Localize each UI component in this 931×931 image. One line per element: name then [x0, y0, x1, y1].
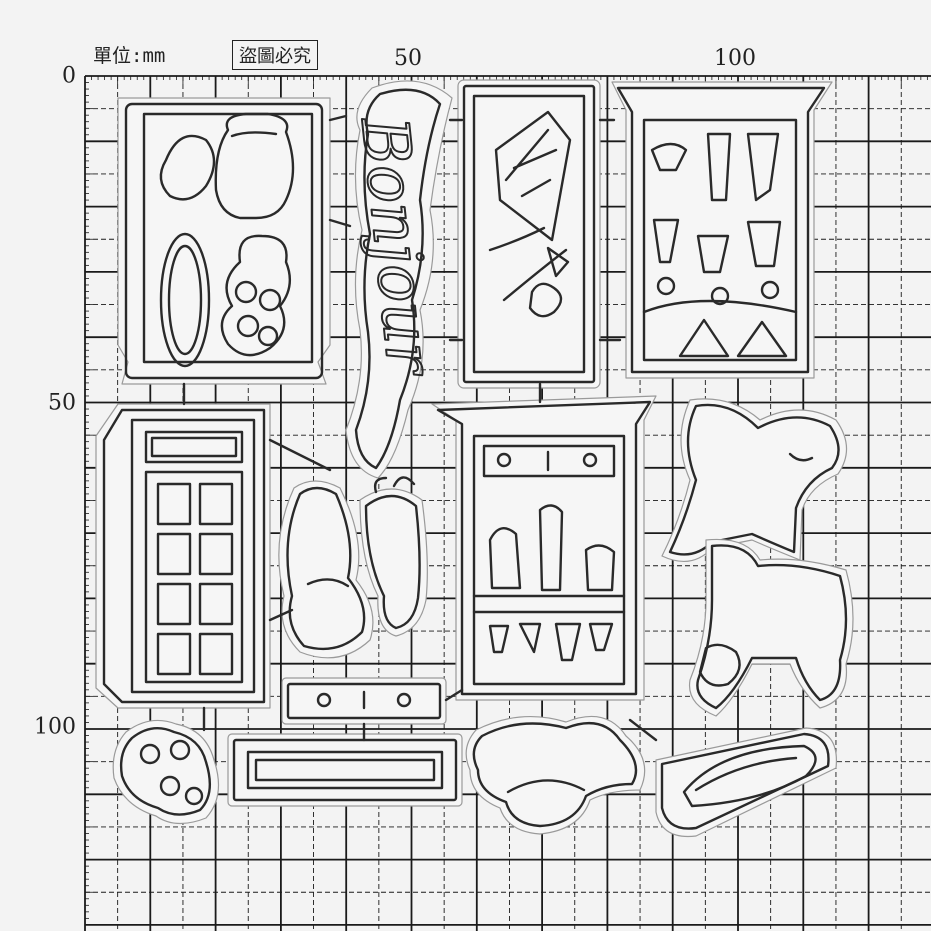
- shelf-frame-bottles: [431, 395, 657, 701]
- copyright-stamp: 盜圖必究: [232, 40, 318, 70]
- window-frame-birdhouse: [457, 79, 601, 389]
- window-frame-vase-flowers: [117, 97, 331, 385]
- y-tick-100: 100: [34, 714, 76, 740]
- shelf-strip-small: [281, 677, 447, 725]
- sleeping-cat: [465, 715, 646, 835]
- bonjour-word-die: Bonjour: [345, 80, 453, 479]
- vase-with-leaves: [278, 480, 374, 659]
- door-frame-panels: [95, 403, 271, 709]
- unit-label: 單位:mm: [93, 45, 166, 67]
- sprue-connectors: [182, 114, 658, 742]
- shelf-strip-long: [227, 733, 463, 807]
- standing-dog: [661, 398, 848, 563]
- y-tick-0: 0: [62, 63, 76, 89]
- tag-oval: [655, 727, 838, 838]
- cabinet-frame-cups: [611, 81, 833, 379]
- x-tick-50: 50: [394, 46, 422, 71]
- hanging-flowers: [359, 476, 428, 637]
- y-tick-50: 50: [48, 390, 76, 416]
- x-tick-100: 100: [714, 46, 756, 71]
- sitting-dog: [688, 538, 854, 717]
- flower-cluster: [112, 719, 220, 825]
